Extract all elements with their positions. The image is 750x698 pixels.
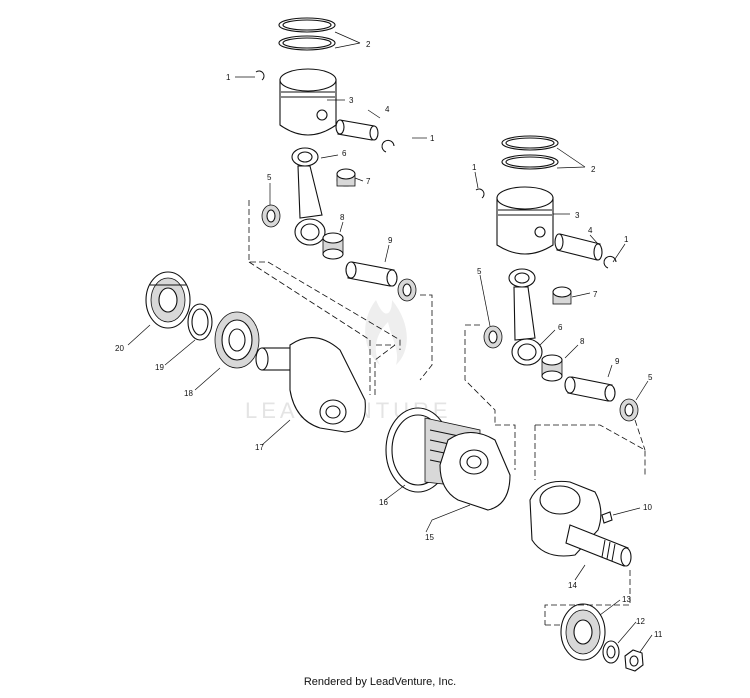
callout-9-left: 9 bbox=[388, 236, 393, 245]
callout-7-right: 7 bbox=[593, 290, 598, 299]
left-spacer-19 bbox=[187, 303, 213, 341]
callout-7-left: 7 bbox=[366, 177, 371, 186]
callout-3-right: 3 bbox=[575, 211, 580, 220]
left-big-end-bearing bbox=[322, 232, 344, 260]
callout-5-right-inner: 5 bbox=[477, 267, 482, 276]
callout-10: 10 bbox=[643, 503, 652, 512]
left-main-bearing-20 bbox=[145, 271, 191, 329]
left-connecting-rod bbox=[291, 147, 326, 246]
right-small-end-bearing bbox=[552, 286, 572, 305]
right-big-end-bearing bbox=[541, 354, 563, 382]
callout-17: 17 bbox=[255, 443, 264, 452]
callout-1-left-right: 1 bbox=[430, 134, 435, 143]
watermark-flame-icon bbox=[365, 300, 407, 365]
callout-5-left: 5 bbox=[267, 173, 272, 182]
right-outer-thrust-washer bbox=[619, 398, 639, 422]
callout-8-left: 8 bbox=[340, 213, 345, 222]
alignment-lines-left bbox=[248, 200, 433, 395]
callout-numbers: 2 1 3 4 1 6 7 5 8 9 2 1 3 4 1 5 7 6 8 9 … bbox=[115, 40, 663, 639]
right-piston-rings bbox=[501, 135, 559, 170]
center-alignment-lines bbox=[374, 330, 516, 470]
callout-11: 11 bbox=[654, 630, 663, 639]
right-piston-pin bbox=[554, 233, 603, 261]
callout-15: 15 bbox=[425, 533, 434, 542]
left-thrust-washer bbox=[261, 204, 281, 228]
callout-18: 18 bbox=[184, 389, 193, 398]
left-piston-pin bbox=[335, 119, 379, 141]
callout-6-right: 6 bbox=[558, 323, 563, 332]
callout-1-right-left: 1 bbox=[472, 163, 477, 172]
nut-11 bbox=[624, 649, 644, 672]
left-piston-rings bbox=[278, 17, 336, 51]
right-piston-clip-left bbox=[475, 188, 485, 199]
right-piston bbox=[496, 186, 554, 255]
callout-1-right-right: 1 bbox=[624, 235, 629, 244]
callout-4-right: 4 bbox=[588, 226, 593, 235]
callout-13: 13 bbox=[622, 595, 631, 604]
left-crank-half-17 bbox=[255, 337, 366, 433]
callout-9-right: 9 bbox=[615, 357, 620, 366]
callout-16: 16 bbox=[379, 498, 388, 507]
left-seal-18 bbox=[214, 311, 260, 369]
left-piston-clip-top bbox=[255, 70, 265, 81]
right-piston-clip-right bbox=[603, 255, 617, 269]
center-thrust-washer bbox=[397, 278, 417, 302]
right-main-bearing-13 bbox=[560, 603, 606, 661]
left-piston bbox=[279, 68, 337, 136]
callout-12: 12 bbox=[636, 617, 645, 626]
callout-4-left: 4 bbox=[385, 105, 390, 114]
callout-19: 19 bbox=[155, 363, 164, 372]
callout-5-right-outer: 5 bbox=[648, 373, 653, 382]
footer: Rendered by LeadVenture, Inc. bbox=[0, 676, 750, 688]
left-crank-pin bbox=[345, 261, 398, 287]
callout-1-left-top: 1 bbox=[226, 73, 231, 82]
callout-3-left: 3 bbox=[349, 96, 354, 105]
right-crank-pin bbox=[564, 376, 616, 402]
callout-2-right: 2 bbox=[591, 165, 596, 174]
right-alignment-lines bbox=[465, 324, 646, 480]
right-thrust-washer bbox=[483, 325, 503, 349]
washer-12 bbox=[602, 640, 620, 664]
callout-leaders bbox=[127, 31, 653, 653]
right-crank-half-14 bbox=[529, 480, 632, 567]
callout-8-right: 8 bbox=[580, 337, 585, 346]
callout-2-left: 2 bbox=[366, 40, 371, 49]
callout-6-left: 6 bbox=[342, 149, 347, 158]
woodruff-key-10 bbox=[601, 511, 613, 524]
bottom-alignment-lines bbox=[544, 570, 631, 626]
center-crank-half-15 bbox=[439, 431, 511, 511]
right-connecting-rod bbox=[508, 268, 543, 366]
left-piston-clip-right bbox=[381, 139, 395, 153]
footer-credit: Rendered by LeadVenture, Inc. bbox=[303, 676, 457, 688]
callout-20: 20 bbox=[115, 344, 124, 353]
callout-14: 14 bbox=[568, 581, 577, 590]
left-small-end-bearing bbox=[336, 168, 356, 187]
